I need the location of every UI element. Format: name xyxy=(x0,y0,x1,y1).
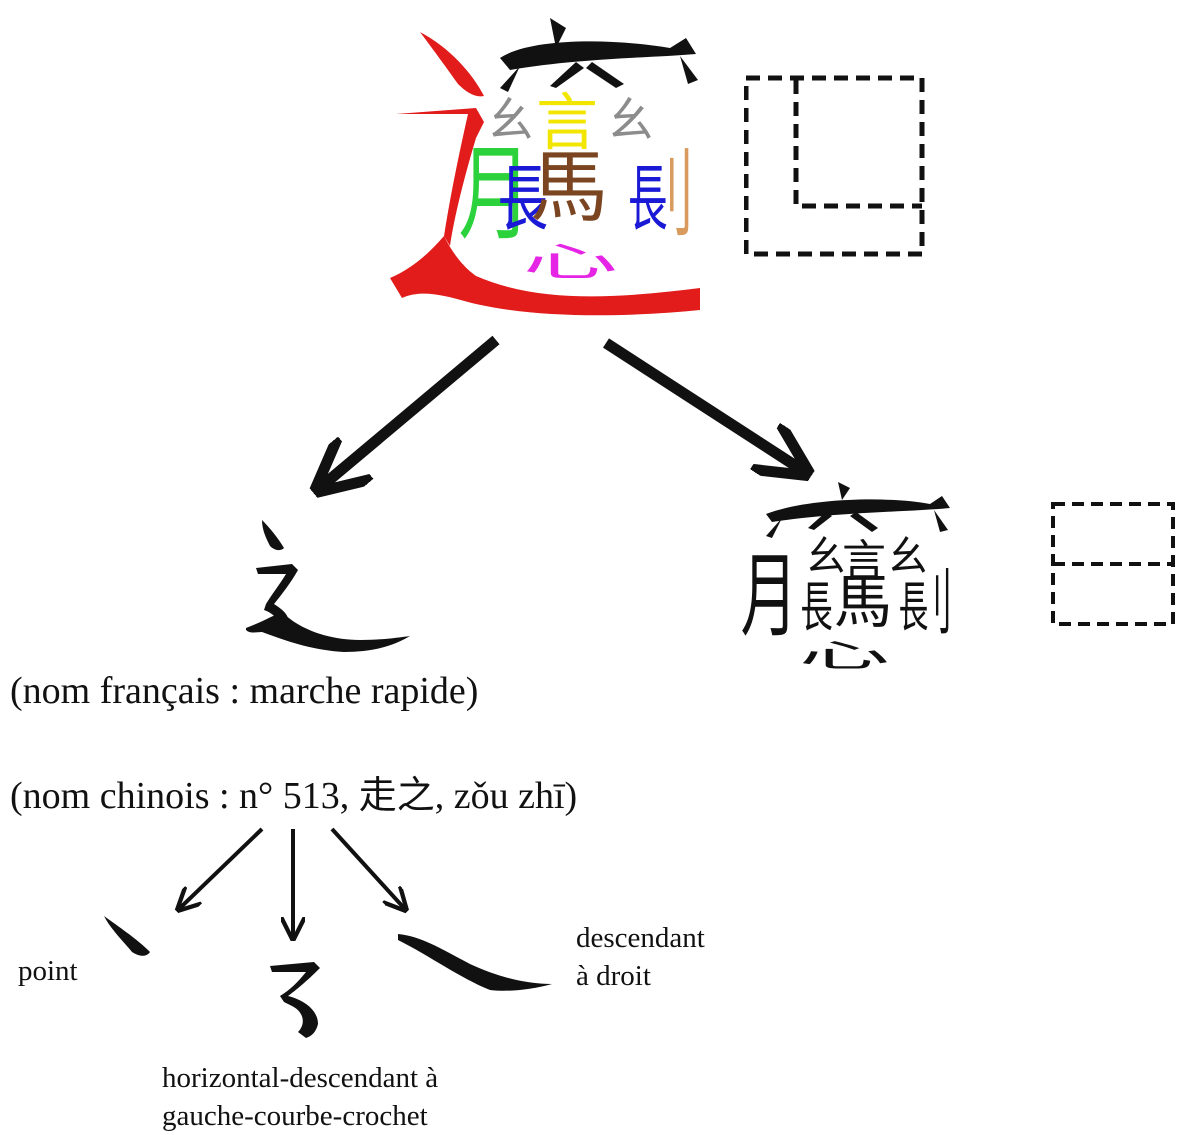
component-speech: 言 xyxy=(536,86,598,159)
component-cave-top xyxy=(500,18,698,92)
component-moon: 月 xyxy=(458,135,531,255)
stroke-point-glyph xyxy=(104,916,150,956)
svg-text:刂: 刂 xyxy=(920,562,952,646)
arrow-to-radical xyxy=(322,335,500,486)
radical-walk-red xyxy=(390,32,700,316)
svg-text:心: 心 xyxy=(799,638,890,674)
main-character: 幺 言 幺 月 長 馬 長 刂 心 xyxy=(380,18,710,328)
stroke-label-falling-line1: descendant xyxy=(576,922,705,954)
stroke-label-hook-line2: gauche-courbe-crochet xyxy=(162,1100,428,1132)
svg-text:長: 長 xyxy=(899,578,929,640)
radical-french-name: (nom français : marche rapide) xyxy=(10,670,479,712)
radical-chinese-name: (nom chinois : n° 513, 走之, zǒu zhī) xyxy=(10,775,578,817)
stroke-label-point: point xyxy=(18,955,78,987)
arrow-to-point xyxy=(180,827,264,908)
stroke-falling-glyph xyxy=(398,934,552,991)
svg-text:月: 月 xyxy=(740,544,797,651)
svg-text:言: 言 xyxy=(842,536,886,587)
surround-left-bottom-layout-icon xyxy=(744,75,925,257)
component-long-left: 長 xyxy=(498,157,548,242)
arrow-to-remainder xyxy=(603,338,802,470)
stroke-hook-glyph xyxy=(270,962,320,1038)
component-silk-left: 幺 xyxy=(488,93,534,147)
top-bottom-layout-icon xyxy=(1051,502,1175,626)
main-character-glyph: 幺 言 幺 月 長 馬 長 刂 心 xyxy=(390,18,700,316)
remainder-character: 月 幺 言 幺 長 馬 長 刂 心 xyxy=(738,478,953,683)
component-knife: 刂 xyxy=(646,139,694,250)
radical-glyph xyxy=(246,520,410,652)
svg-text:幺: 幺 xyxy=(888,534,928,580)
component-heart: 心 xyxy=(523,240,618,286)
component-horse: 馬 xyxy=(530,143,608,233)
svg-text:幺: 幺 xyxy=(806,534,846,580)
component-long-right: 長 xyxy=(628,157,668,241)
stroke-label-hook-line1: horizontal-descendant à xyxy=(162,1062,439,1094)
svg-text:長: 長 xyxy=(800,577,832,639)
component-silk-right: 幺 xyxy=(608,93,654,147)
stroke-label-falling-line2: à droit xyxy=(576,960,651,992)
arrow-to-falling xyxy=(330,827,404,908)
remainder-character-glyph: 月 幺 言 幺 長 馬 長 刂 心 xyxy=(740,482,952,674)
svg-text:馬: 馬 xyxy=(834,568,892,636)
